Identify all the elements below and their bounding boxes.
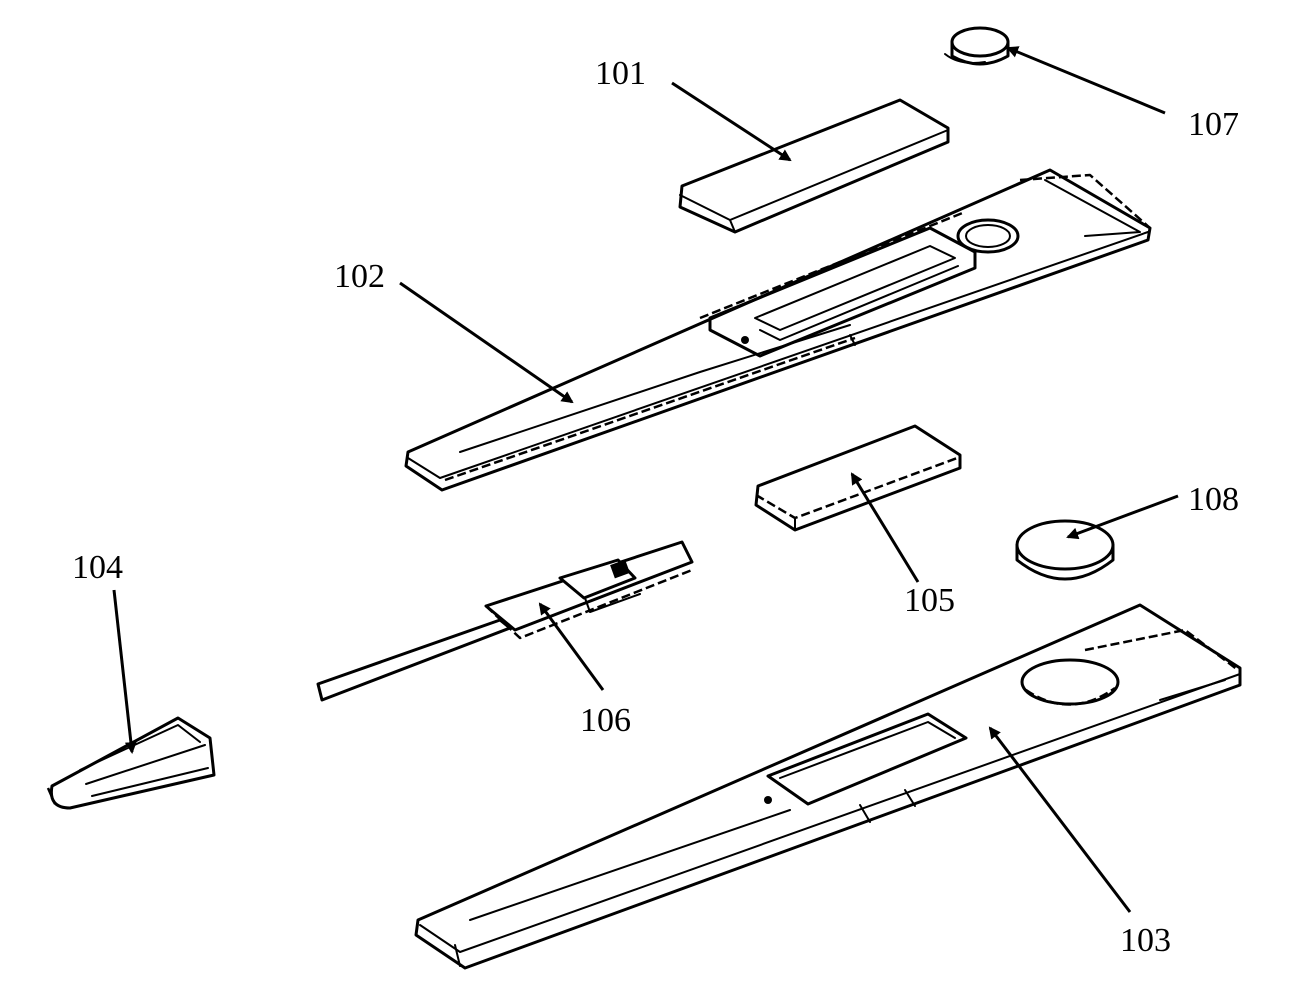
label-104: 104 bbox=[72, 549, 123, 586]
label-105: 105 bbox=[904, 582, 955, 619]
part-108-disc bbox=[1015, 519, 1115, 581]
part-101-cover-plate bbox=[678, 98, 950, 234]
reference-labels: 101 107 102 108 104 105 106 103 bbox=[72, 55, 1239, 959]
label-106: 106 bbox=[580, 702, 631, 739]
leader-arrows bbox=[112, 46, 1179, 913]
label-102: 102 bbox=[334, 258, 385, 295]
part-107-cap bbox=[944, 26, 1010, 66]
label-101: 101 bbox=[595, 55, 646, 92]
part-104-tip bbox=[46, 716, 216, 810]
arrow-106 bbox=[538, 602, 605, 691]
part-105-plate bbox=[754, 424, 962, 532]
arrow-104 bbox=[112, 589, 137, 754]
label-107: 107 bbox=[1188, 106, 1239, 143]
part-102-upper-housing bbox=[404, 168, 1152, 492]
arrow-101 bbox=[671, 81, 792, 162]
label-108: 108 bbox=[1188, 481, 1239, 518]
part-106-test-strip bbox=[316, 540, 694, 702]
arrow-108 bbox=[1066, 494, 1179, 540]
arrow-107 bbox=[1006, 46, 1166, 115]
arrow-103 bbox=[988, 726, 1132, 913]
part-103-lower-housing bbox=[414, 603, 1242, 970]
arrow-102 bbox=[399, 281, 574, 404]
arrow-105 bbox=[850, 472, 920, 583]
label-103: 103 bbox=[1120, 922, 1171, 959]
